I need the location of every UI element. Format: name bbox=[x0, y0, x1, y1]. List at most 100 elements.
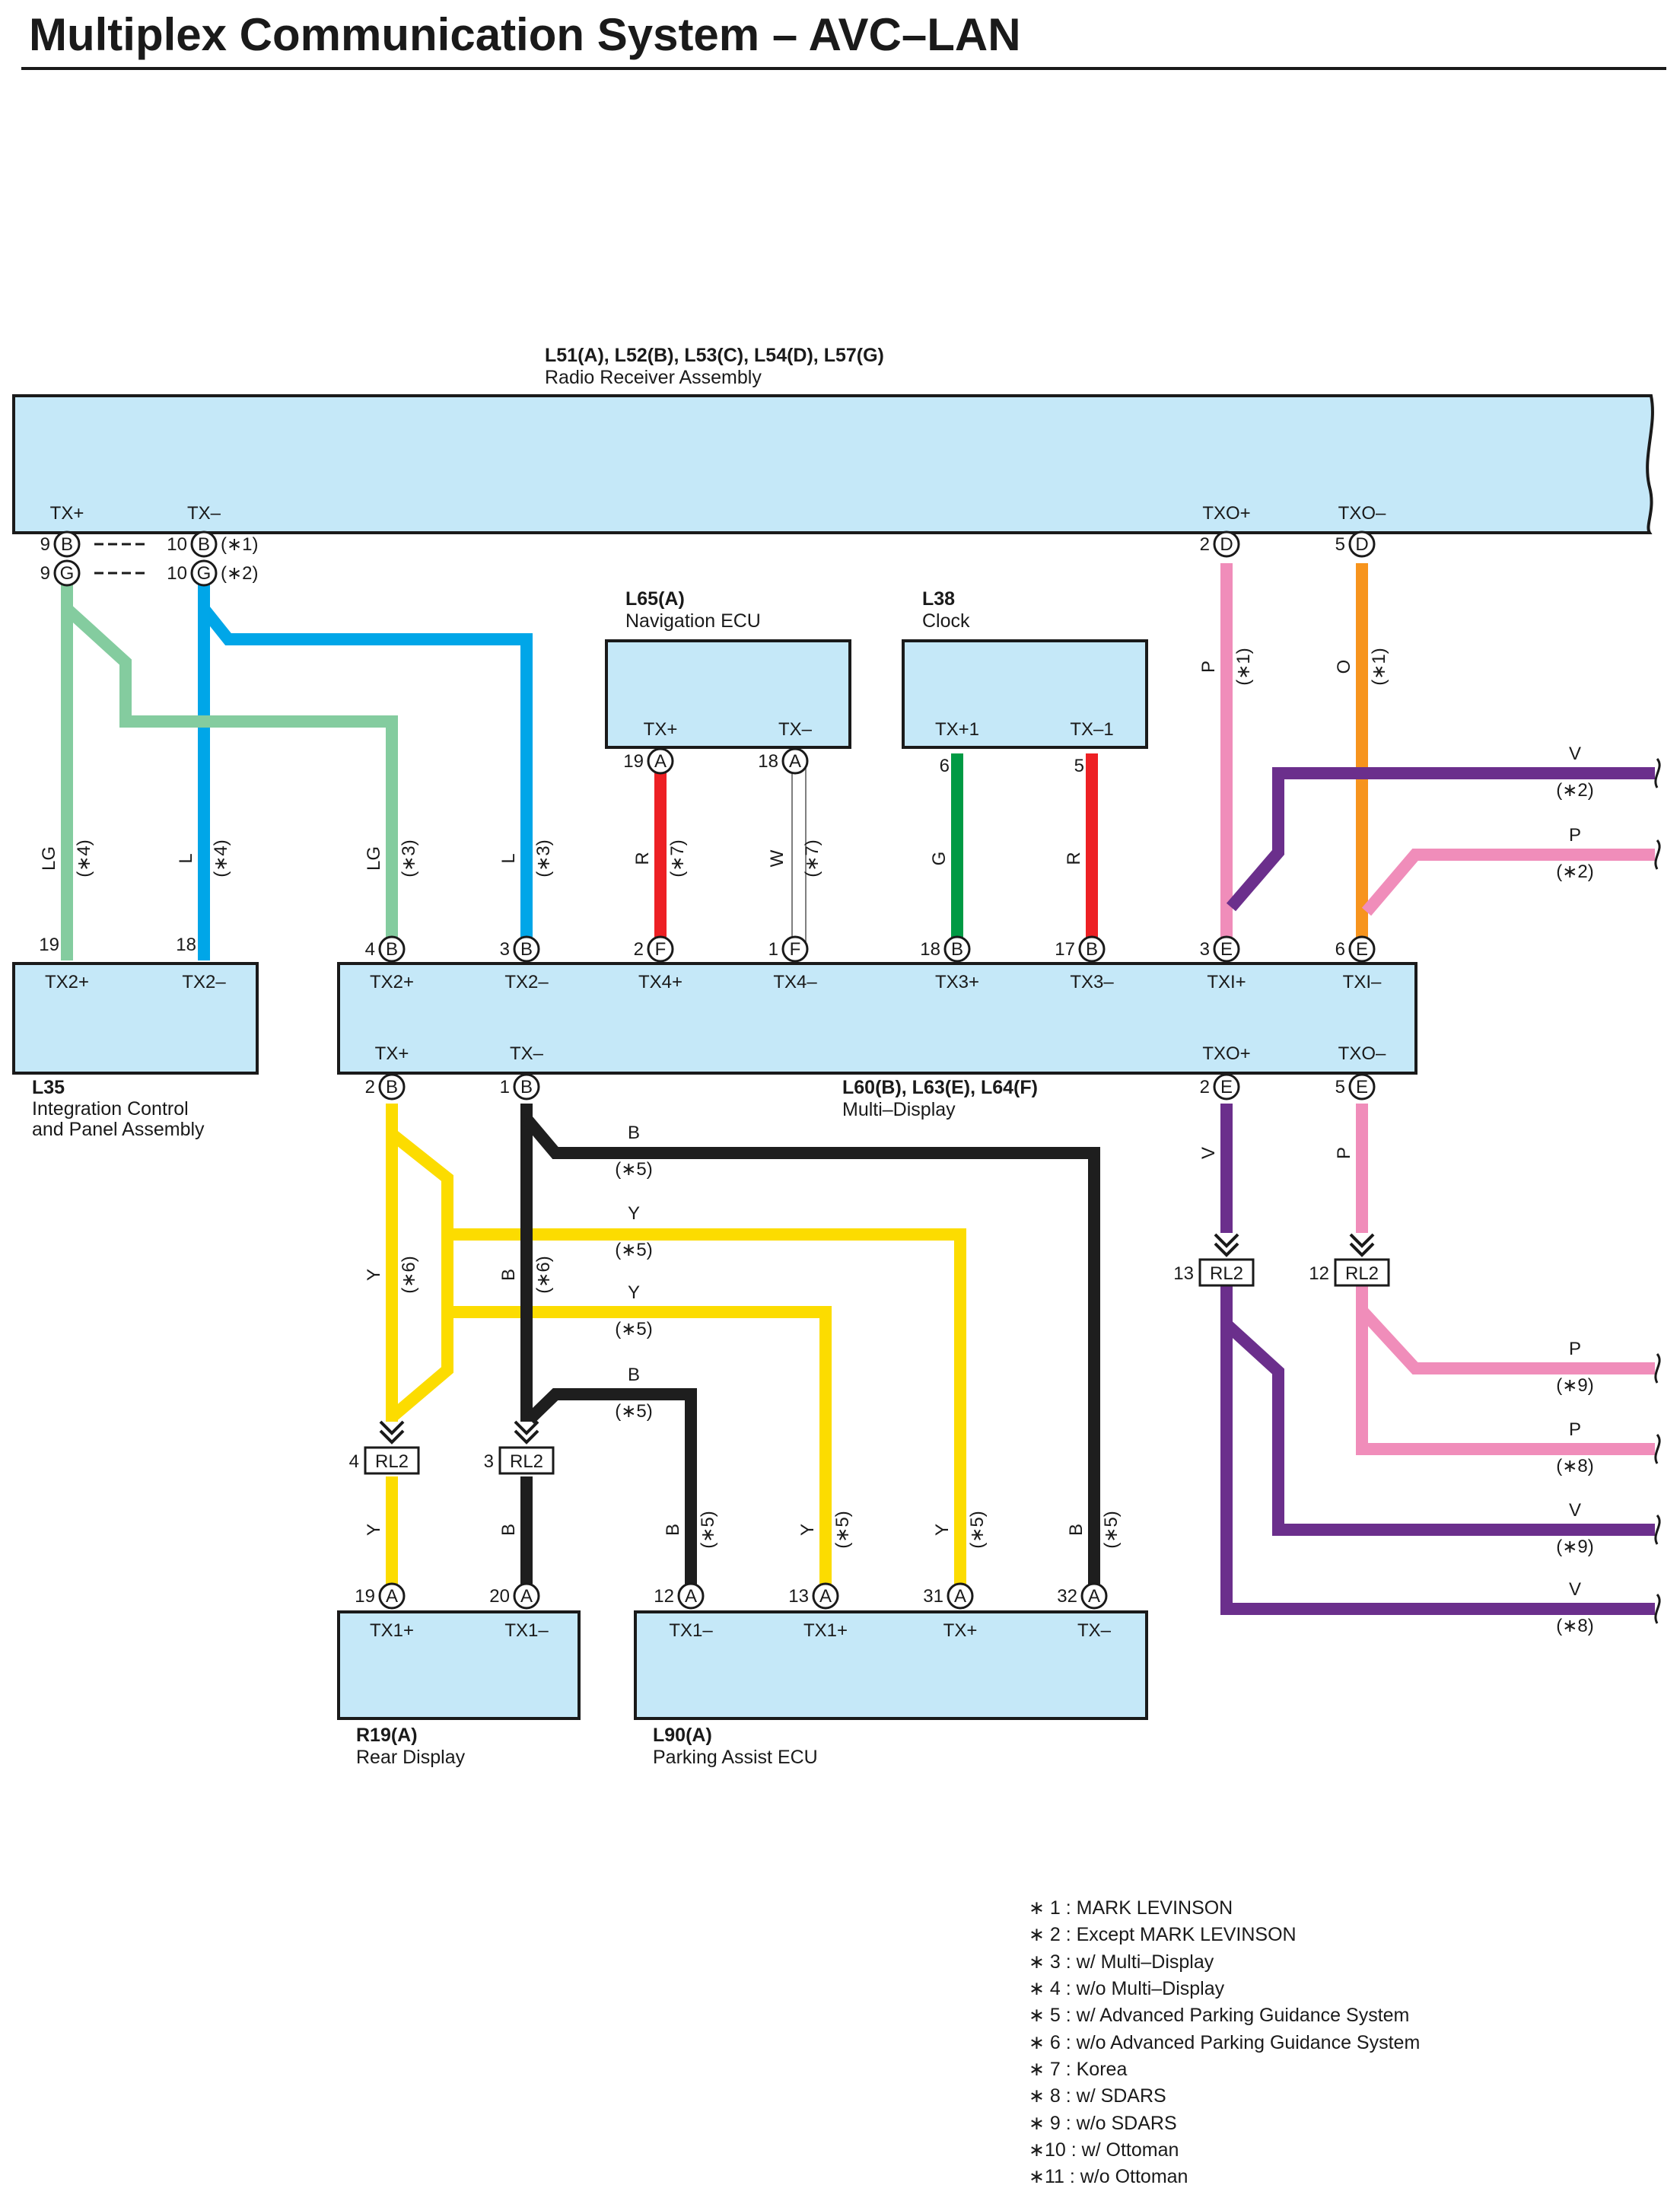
wire-color-label: R bbox=[632, 852, 653, 865]
md-term-tx4plus: TX4+ bbox=[638, 972, 682, 992]
pin-circle bbox=[947, 1582, 974, 1610]
icp-term-tx2minus: TX2– bbox=[182, 972, 226, 992]
junction-arrow-icon bbox=[1214, 1233, 1239, 1257]
wire-option-note: (∗7) bbox=[667, 839, 688, 877]
junction-arrow-icon bbox=[1349, 1233, 1375, 1257]
junction-box bbox=[1198, 1258, 1255, 1287]
legend-item: ∗10 : w/ Ottoman bbox=[1029, 2139, 1179, 2161]
nav-term-txminus: TX– bbox=[778, 719, 813, 740]
icp-name-line1: Integration Control bbox=[32, 1098, 189, 1120]
pin-number: 2 bbox=[365, 1077, 375, 1097]
pin-letter: B bbox=[61, 534, 73, 555]
wire-option-note: (∗3) bbox=[399, 839, 419, 877]
pin-number: 6 bbox=[940, 756, 950, 776]
pin-letter: B bbox=[951, 939, 963, 960]
wire-y-join bbox=[387, 1317, 453, 1422]
pin-number: 9 bbox=[40, 534, 50, 555]
pa-term-tx1plus: TX1+ bbox=[803, 1620, 848, 1641]
pin-circle bbox=[781, 747, 809, 775]
pin-letter: A bbox=[685, 1586, 697, 1607]
pin-number: 31 bbox=[923, 1586, 943, 1607]
wire-color-label: R bbox=[1064, 852, 1084, 865]
md-term-txminus: TX– bbox=[510, 1043, 544, 1064]
pa-term-tx1minus: TX1– bbox=[669, 1620, 713, 1641]
pin-number: 2 bbox=[1200, 1077, 1210, 1097]
legend-item: ∗ 1 : MARK LEVINSON bbox=[1029, 1897, 1233, 1919]
junction-pin: 3 bbox=[484, 1451, 494, 1472]
pin-letter: A bbox=[1088, 1586, 1100, 1607]
wire-option-note: (∗9) bbox=[1556, 1375, 1593, 1396]
pin-circle bbox=[677, 1582, 705, 1610]
radio-name: Radio Receiver Assembly bbox=[545, 367, 762, 388]
legend-item: ∗ 5 : w/ Advanced Parking Guidance Syste… bbox=[1029, 2005, 1409, 2026]
md-name: Multi–Display bbox=[842, 1099, 956, 1120]
junction-name: RL2 bbox=[1210, 1263, 1243, 1284]
pin-letter: B bbox=[520, 939, 533, 960]
pin-letter: F bbox=[790, 939, 801, 960]
legend-item: ∗ 3 : w/ Multi–Display bbox=[1029, 1951, 1214, 1973]
wire-color-label: P bbox=[1334, 1147, 1354, 1159]
pin-letter: A bbox=[386, 1586, 398, 1607]
wire-option-note: (∗7) bbox=[802, 839, 822, 877]
wire-l-md bbox=[199, 605, 533, 950]
wire-color-label: B bbox=[1066, 1524, 1087, 1536]
pin-number: 9 bbox=[40, 563, 50, 584]
pin-letter: D bbox=[1220, 534, 1233, 555]
radio-term-txplus: TX+ bbox=[50, 503, 84, 524]
md-term-txiplus: TXI+ bbox=[1207, 972, 1246, 992]
md-term-txominus: TXO– bbox=[1338, 1043, 1386, 1064]
wire-option-note: (∗5) bbox=[615, 1401, 652, 1422]
wire-color-label: V bbox=[1198, 1147, 1219, 1159]
md-term-tximinus: TXI– bbox=[1343, 972, 1382, 992]
wire-break-icon bbox=[1654, 1433, 1661, 1465]
pin-circle bbox=[1348, 530, 1376, 558]
radio-term-txminus: TX– bbox=[187, 503, 221, 524]
pin-number: 19 bbox=[355, 1586, 375, 1607]
wire-color-label: Y bbox=[364, 1269, 384, 1281]
pin-letter: B bbox=[198, 534, 210, 555]
pin-letter: E bbox=[1356, 939, 1368, 960]
pin-letter: B bbox=[386, 1077, 398, 1097]
md-term-tx2minus: TX2– bbox=[504, 972, 549, 992]
md-code: L60(B), L63(E), L64(F) bbox=[842, 1077, 1038, 1098]
pin-number: 10 bbox=[167, 534, 187, 555]
wire-b-pa-tx1minus bbox=[525, 1388, 697, 1591]
wire-color-label: V bbox=[1569, 1500, 1581, 1521]
wire-option-note: (∗8) bbox=[1556, 1616, 1593, 1636]
md-term-txplus: TX+ bbox=[375, 1043, 409, 1064]
pin-letter: E bbox=[1220, 939, 1233, 960]
icp-code: L35 bbox=[32, 1077, 65, 1098]
pin-letter: B bbox=[386, 939, 398, 960]
wire-color-label: P bbox=[1569, 1419, 1581, 1440]
pin-number: 18 bbox=[176, 935, 196, 955]
clock-term-txminus1: TX–1 bbox=[1070, 719, 1113, 740]
wire-color-label: LG bbox=[364, 846, 384, 871]
pin-circle bbox=[378, 1073, 406, 1100]
pin-number: 10 bbox=[167, 563, 187, 584]
wire-option-note: (∗5) bbox=[615, 1319, 652, 1339]
pin-circle bbox=[781, 935, 809, 963]
clock-code: L38 bbox=[922, 588, 955, 610]
wire-p-out8 bbox=[1356, 1311, 1655, 1455]
wire-option-note: (∗9) bbox=[1556, 1537, 1593, 1557]
wire-option-note: (∗2) bbox=[1556, 780, 1593, 801]
pin-letter: G bbox=[197, 563, 212, 584]
pin-circle bbox=[1213, 530, 1240, 558]
pin-number: 4 bbox=[365, 939, 375, 960]
pin-circle bbox=[812, 1582, 839, 1610]
rear-display-box bbox=[337, 1610, 581, 1720]
pin-circle bbox=[647, 935, 674, 963]
wire-color-label: P bbox=[1569, 1339, 1581, 1359]
clock-box bbox=[902, 639, 1148, 749]
pin-letter: G bbox=[60, 563, 75, 584]
pin-circle bbox=[190, 559, 218, 587]
wire-color-label: L bbox=[176, 853, 196, 863]
pin-circle bbox=[53, 559, 81, 587]
rear-name: Rear Display bbox=[356, 1747, 466, 1768]
wire-break-icon bbox=[1654, 1514, 1661, 1546]
wire-y-pa-tx1plus bbox=[441, 1233, 832, 1591]
wire-color-label: P bbox=[1198, 661, 1219, 673]
pin-number: 17 bbox=[1055, 939, 1075, 960]
nav-ecu-box bbox=[605, 639, 851, 749]
